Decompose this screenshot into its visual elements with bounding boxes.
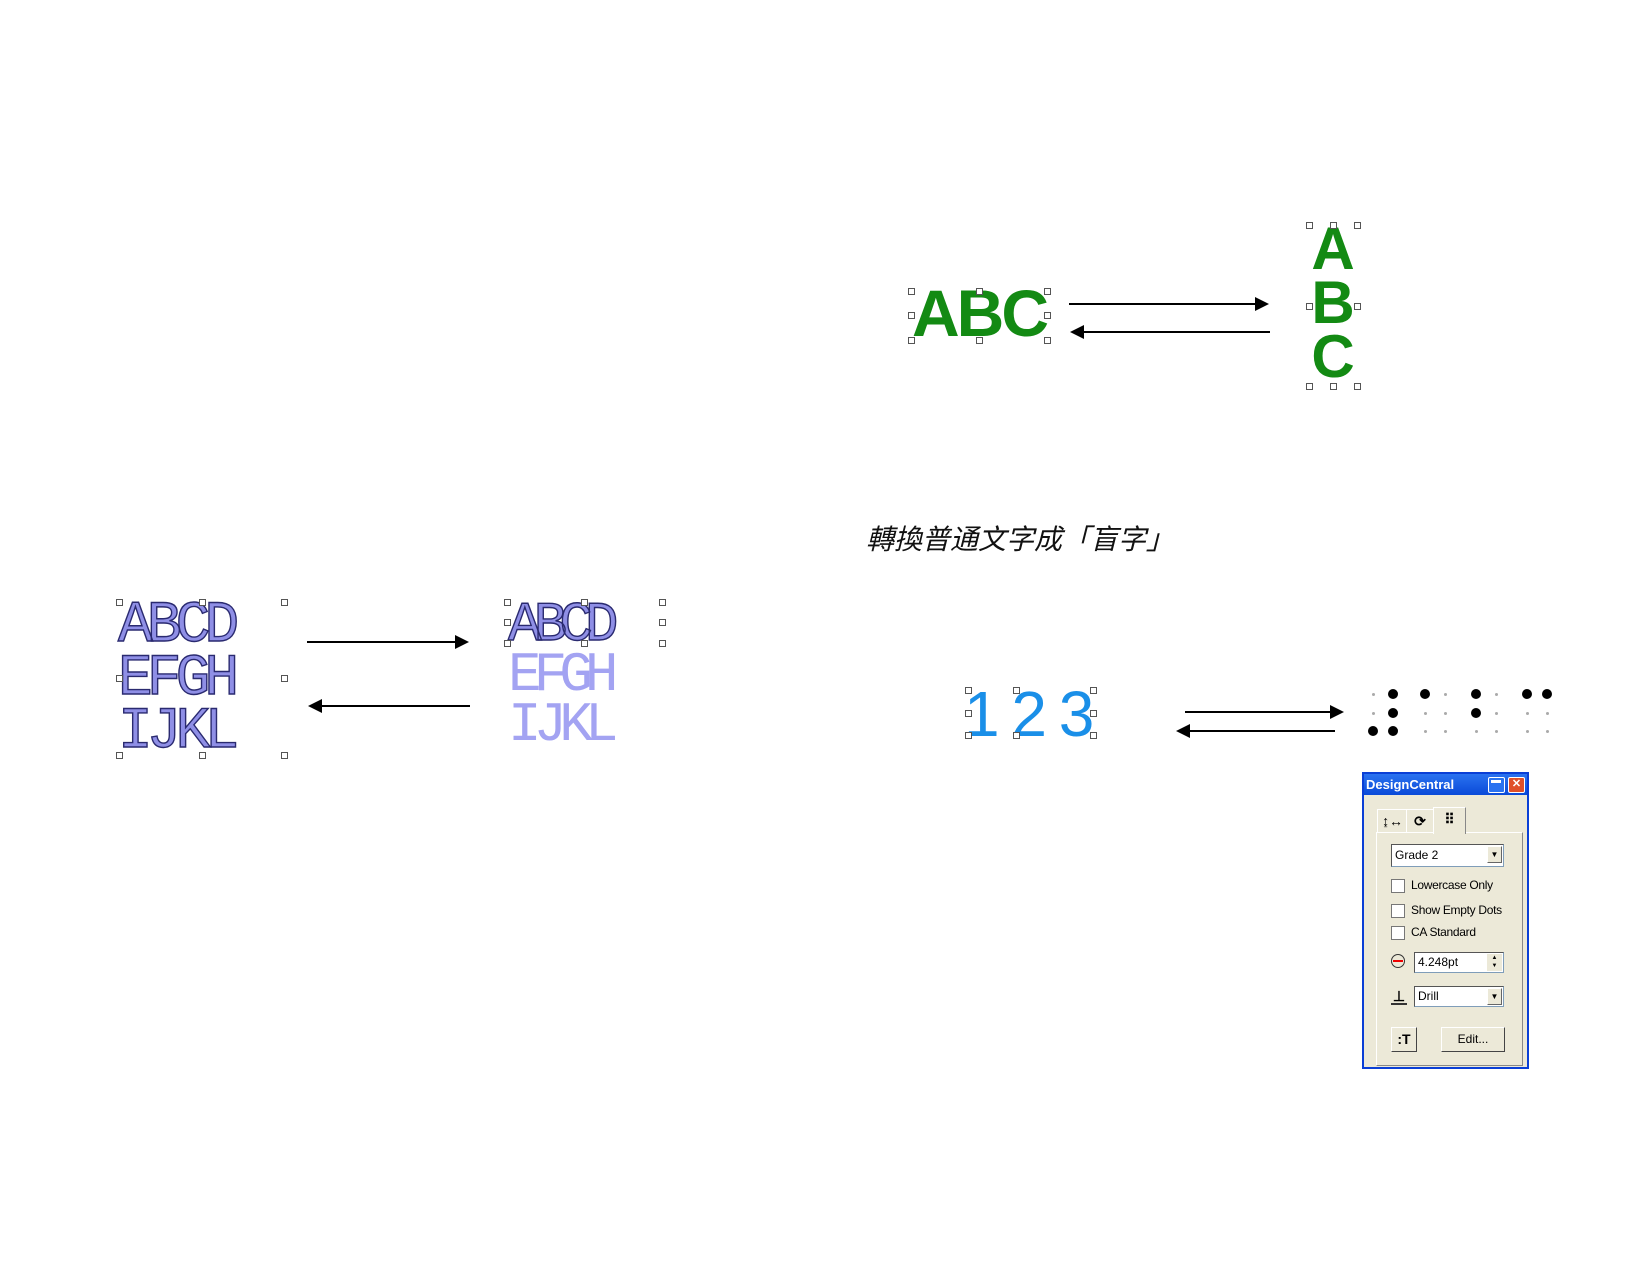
- braille-dot-empty: [1525, 729, 1529, 733]
- minimize-button[interactable]: [1488, 777, 1505, 793]
- result-line-3: IJKL: [508, 693, 618, 757]
- braille-dot-empty: [1525, 711, 1529, 715]
- move-arrows-icon: ↨↔: [1382, 813, 1403, 829]
- letter-c: C: [1311, 323, 1355, 390]
- braille-dot-filled: [1542, 689, 1552, 699]
- close-icon: ✕: [1511, 778, 1522, 790]
- ca-standard-label: CA Standard: [1411, 925, 1476, 939]
- tool-select-value: Drill: [1418, 989, 1439, 1003]
- braille-dot-empty: [1371, 711, 1375, 715]
- braille-dot-empty: [1443, 692, 1447, 696]
- tab-rotate[interactable]: ⟳: [1406, 809, 1434, 833]
- vertical-abc-text[interactable]: A B C: [1310, 215, 1356, 390]
- dot-size-value: 4.248pt: [1418, 955, 1459, 969]
- tab-braille[interactable]: ⠿: [1433, 807, 1466, 834]
- chevron-down-icon[interactable]: ▼: [1487, 846, 1502, 863]
- braille-dot-filled: [1388, 726, 1398, 736]
- braille-dot-filled: [1368, 726, 1378, 736]
- arrow-left-braille: [1176, 724, 1335, 738]
- panel-title-bar[interactable]: DesignCentral ✕: [1364, 774, 1527, 795]
- braille-dot-filled: [1388, 689, 1398, 699]
- braille-dot-empty: [1494, 729, 1498, 733]
- braille-dot-empty: [1423, 729, 1427, 733]
- braille-dots-icon: ⠿: [1444, 811, 1455, 827]
- show-empty-dots-checkbox[interactable]: [1391, 904, 1405, 918]
- braille-dot-empty: [1371, 692, 1375, 696]
- grade-select-value: Grade 2: [1395, 848, 1439, 862]
- braille-to-text-icon: :T: [1397, 1031, 1411, 1047]
- result-line-2: EFGH: [508, 643, 618, 707]
- braille-dot-empty: [1494, 711, 1498, 715]
- grade-select[interactable]: Grade 2 ▼: [1391, 844, 1504, 867]
- braille-dot-filled: [1471, 689, 1481, 699]
- braille-dot-filled: [1522, 689, 1532, 699]
- source-text-block[interactable]: ABCD EFGH IJKL: [117, 594, 240, 765]
- ca-standard-checkbox[interactable]: [1391, 926, 1405, 940]
- braille-dot-filled: [1420, 689, 1430, 699]
- letter-b: B: [1311, 269, 1355, 336]
- braille-dot-empty: [1545, 729, 1549, 733]
- convert-to-text-button[interactable]: :T: [1391, 1027, 1417, 1052]
- tool-select[interactable]: Drill ▼: [1414, 986, 1504, 1007]
- drill-tool-icon: ⊥: [1391, 988, 1407, 1005]
- arrow-right-left-example: [307, 635, 469, 649]
- dot-size-stepper[interactable]: ▲▼: [1487, 954, 1502, 971]
- edit-button[interactable]: Edit...: [1441, 1027, 1505, 1052]
- braille-dot-empty: [1545, 711, 1549, 715]
- braille-dot-empty: [1443, 711, 1447, 715]
- lowercase-only-label: Lowercase Only: [1411, 878, 1493, 892]
- braille-dot-empty: [1443, 729, 1447, 733]
- dot-size-input[interactable]: 4.248pt ▲▼: [1414, 952, 1504, 973]
- close-button[interactable]: ✕: [1508, 777, 1525, 793]
- braille-dot-empty: [1494, 692, 1498, 696]
- source-line-1: ABCD: [117, 594, 240, 659]
- braille-dot-filled: [1388, 708, 1398, 718]
- arrow-right-braille: [1185, 705, 1344, 719]
- rotate-icon: ⟳: [1414, 813, 1426, 829]
- arrow-left-left-example: [308, 699, 470, 713]
- source-line-3: IJKL: [117, 700, 240, 765]
- source-line-2: EFGH: [117, 647, 240, 712]
- minimize-icon: [1491, 780, 1501, 783]
- chevron-down-icon[interactable]: ▼: [1487, 988, 1502, 1005]
- digits-text[interactable]: 1 2 3: [964, 678, 1095, 750]
- panel-title: DesignCentral: [1366, 777, 1455, 792]
- arrow-left-top: [1070, 325, 1270, 339]
- braille-dot-empty: [1474, 729, 1478, 733]
- lowercase-only-checkbox[interactable]: [1391, 879, 1405, 893]
- result-line-1: ABCD: [507, 593, 619, 657]
- braille-dot-empty: [1423, 711, 1427, 715]
- braille-dot-filled: [1471, 708, 1481, 718]
- show-empty-dots-label: Show Empty Dots: [1411, 903, 1502, 917]
- tab-transform[interactable]: ↨↔: [1377, 809, 1408, 833]
- caption-text: 轉換普通文字成「盲字」: [866, 523, 1175, 556]
- arrow-right-top: [1069, 297, 1269, 311]
- letter-a: A: [1311, 215, 1355, 282]
- result-text-block[interactable]: ABCD EFGH IJKL: [507, 593, 619, 757]
- dot-size-icon: [1391, 954, 1405, 968]
- designcentral-panel: DesignCentral ✕ ↨↔ ⟳ ⠿ Grade 2 ▼ Lowerca…: [1362, 772, 1529, 1069]
